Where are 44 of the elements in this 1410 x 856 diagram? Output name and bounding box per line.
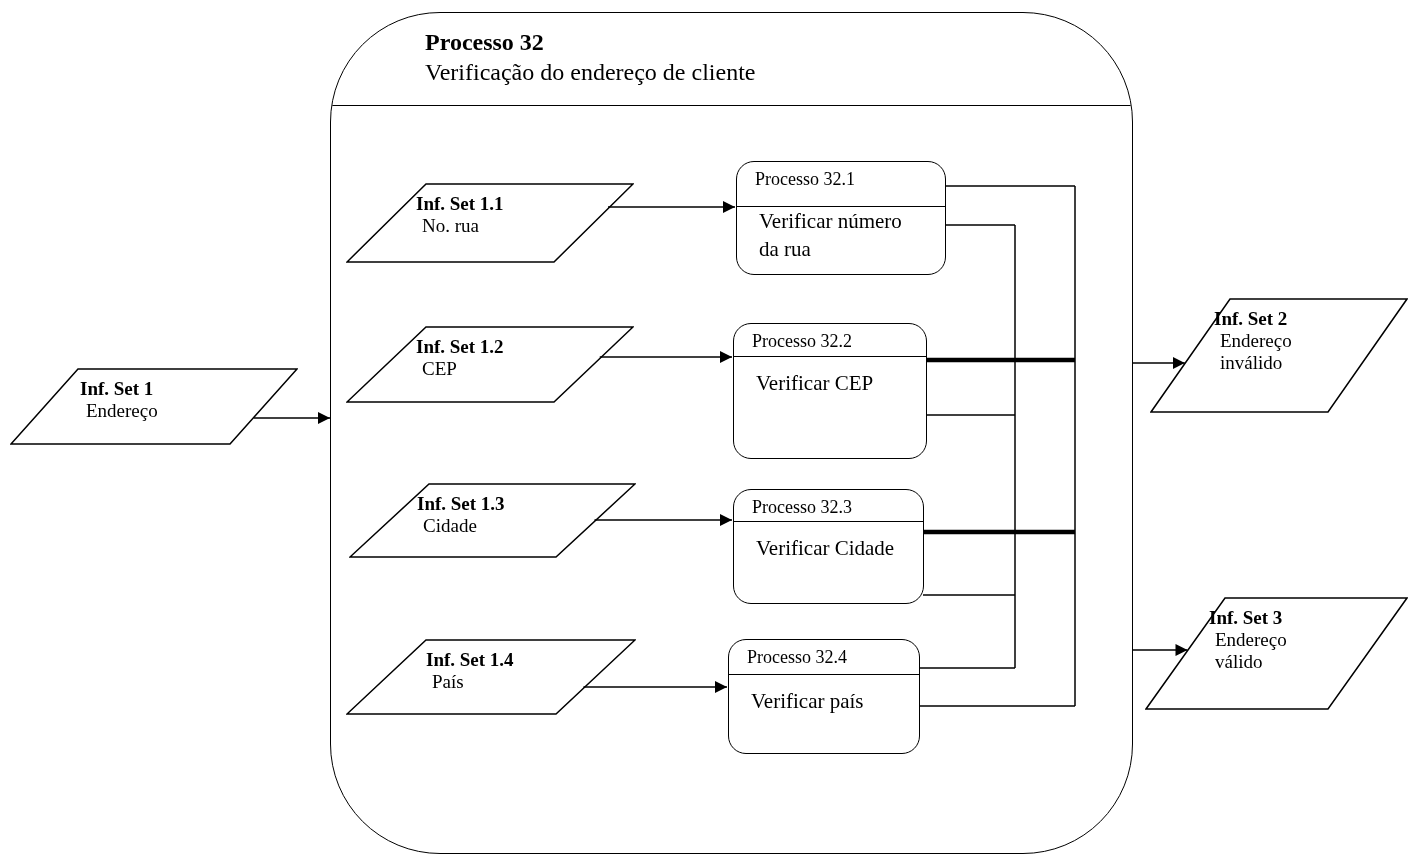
data-label: Cidade xyxy=(423,515,477,537)
process-id: Processo 32.2 xyxy=(752,331,852,351)
arrow xyxy=(1132,644,1189,656)
process-title: Processo 32 xyxy=(425,28,545,57)
data-title: Inf. Set 2 xyxy=(1214,308,1288,330)
arrow xyxy=(599,351,733,363)
process-label: Verificar país xyxy=(750,688,864,715)
process-box xyxy=(733,323,927,459)
data-title: Inf. Set 1.3 xyxy=(417,493,505,515)
process-box xyxy=(736,161,946,275)
process-box xyxy=(728,639,920,754)
data-label: Endereço inválido xyxy=(1220,330,1293,374)
connector-line xyxy=(918,667,1016,669)
data-title: Inf. Set 1 xyxy=(80,378,154,400)
process-label: Verificar número da rua xyxy=(758,208,903,263)
arrow xyxy=(1132,357,1186,369)
data-label: País xyxy=(432,671,464,693)
data-title: Inf. Set 3 xyxy=(1209,607,1283,629)
process-id: Processo 32.1 xyxy=(755,169,855,189)
connector-line xyxy=(923,529,1075,535)
process-box xyxy=(733,489,924,604)
data-label: Endereço válido xyxy=(1215,629,1288,673)
arrow xyxy=(607,201,736,213)
process-label: Verificar CEP xyxy=(755,370,874,397)
process-label: Verificar Cidade xyxy=(755,535,895,562)
process-id: Processo 32.4 xyxy=(747,647,847,667)
process-subtitle: Verificação do endereço de cliente xyxy=(425,58,757,87)
connector-line xyxy=(918,705,1076,707)
arrow xyxy=(593,514,733,526)
connector-line xyxy=(944,224,1016,226)
arrow xyxy=(253,412,331,424)
connector-line xyxy=(926,357,1075,363)
data-label: No. rua xyxy=(422,215,479,237)
data-title: Inf. Set 1.1 xyxy=(416,193,504,215)
connector-line xyxy=(925,414,1016,416)
connector-line xyxy=(944,185,1076,187)
process-container xyxy=(330,12,1133,854)
data-label: Endereço xyxy=(86,400,158,422)
connector-line xyxy=(922,594,1016,596)
data-title: Inf. Set 1.4 xyxy=(426,649,514,671)
arrow xyxy=(582,681,728,693)
data-label: CEP xyxy=(422,358,457,380)
data-title: Inf. Set 1.2 xyxy=(416,336,504,358)
process-id: Processo 32.3 xyxy=(752,497,852,517)
